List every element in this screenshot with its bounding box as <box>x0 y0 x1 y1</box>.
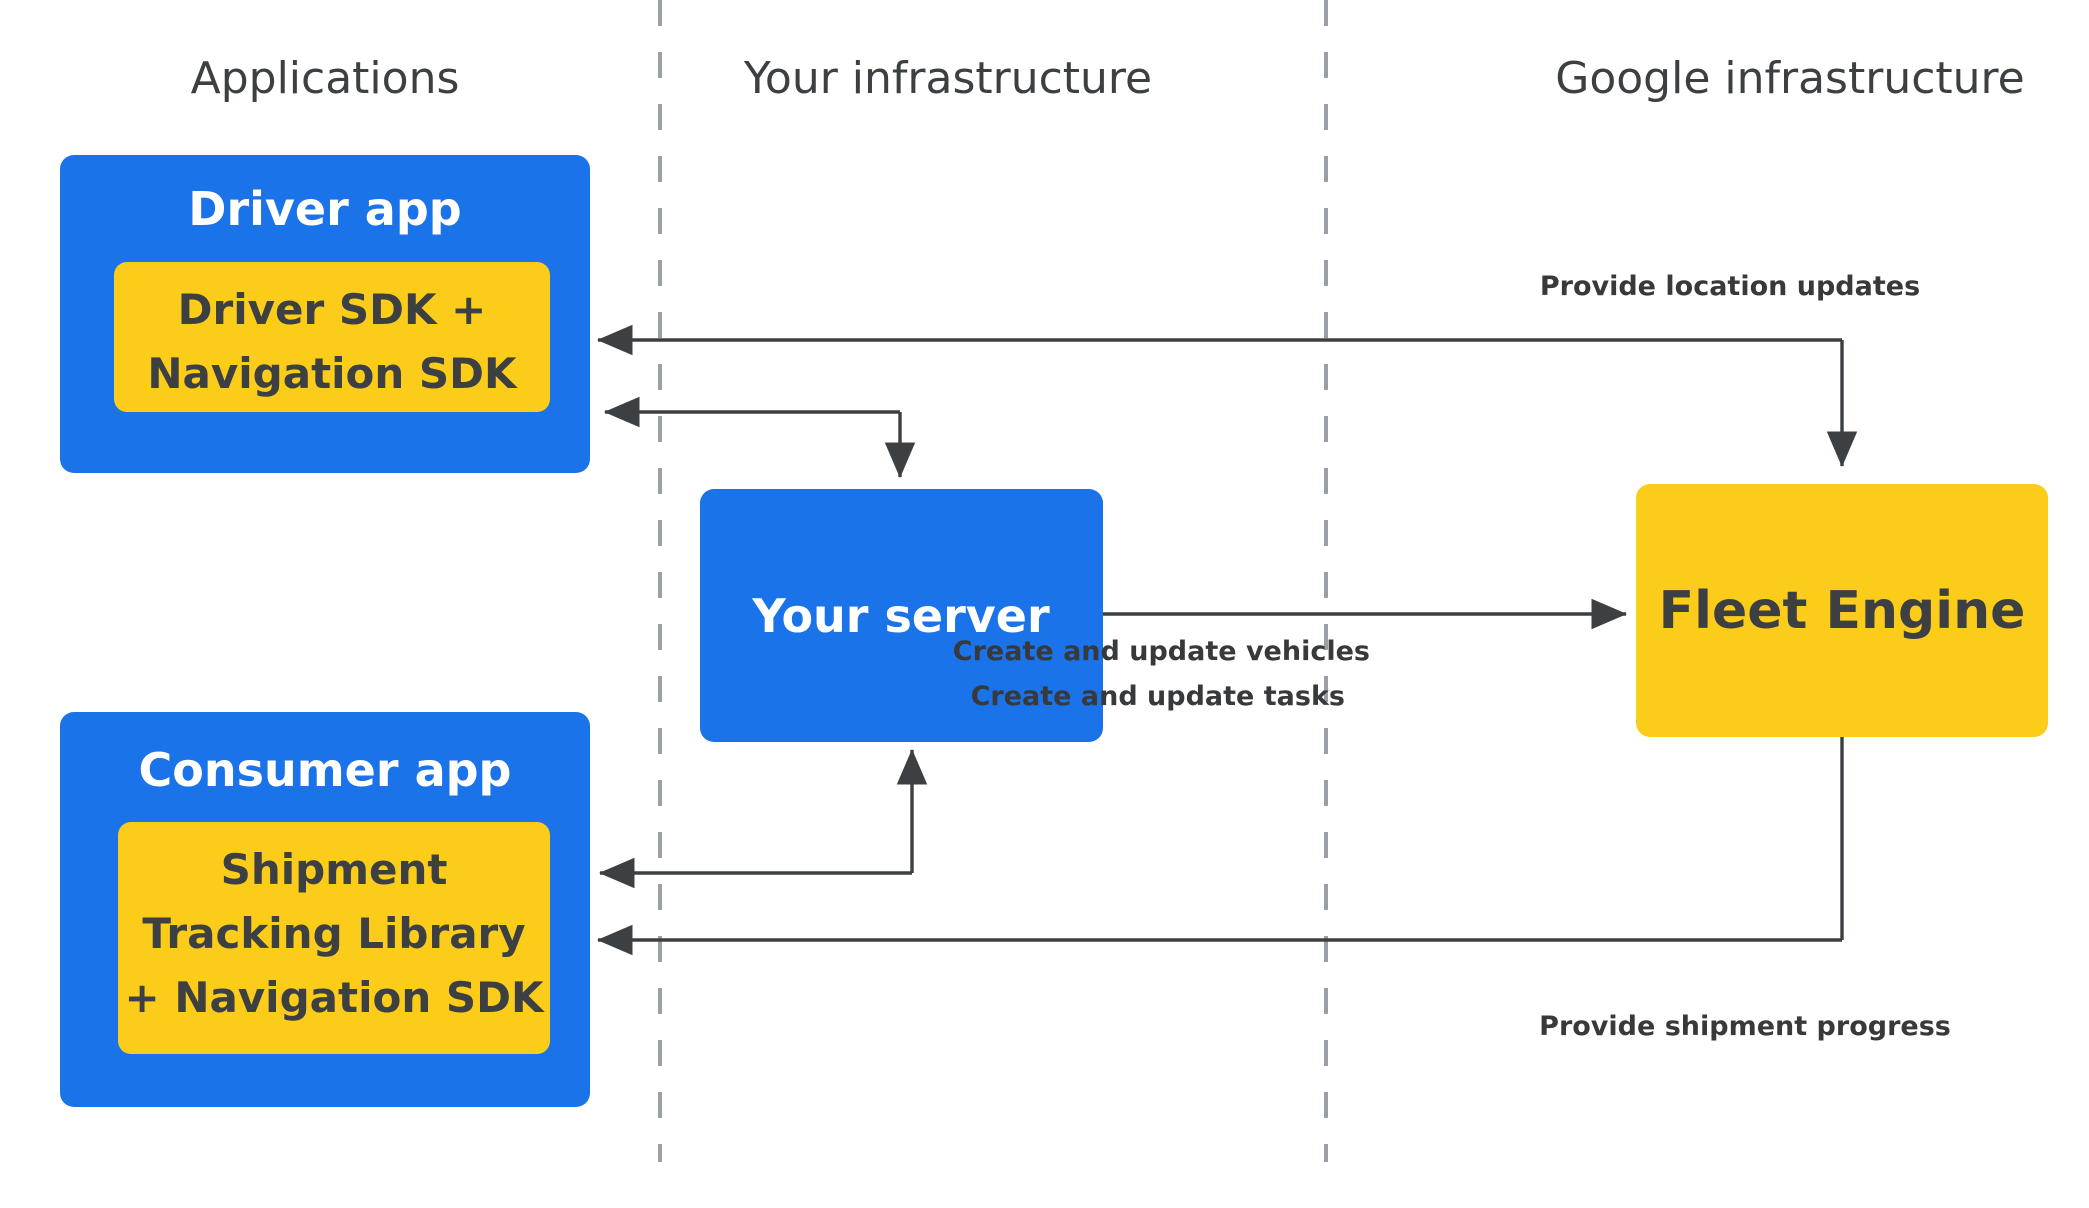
your-server-card[interactable] <box>700 489 1103 742</box>
shipment-tracking-line-1: Shipment <box>221 845 448 894</box>
driver-sdk-card[interactable] <box>114 262 550 412</box>
node-your-server[interactable]: Your server <box>700 489 1103 742</box>
driver-app-title: Driver app <box>188 182 461 236</box>
node-fleet-engine[interactable]: Fleet Engine <box>1636 484 2048 737</box>
edge-label-provide-shipment-progress: Provide shipment progress <box>1539 1011 1951 1042</box>
node-driver-app[interactable]: Driver app Driver SDK + Navigation SDK <box>60 155 590 473</box>
column-header-applications: Applications <box>191 53 460 104</box>
shipment-tracking-line-3: + Navigation SDK <box>125 973 545 1022</box>
driver-sdk-line-2: Navigation SDK <box>147 349 518 398</box>
edge-label-provide-location-updates: Provide location updates <box>1540 271 1920 302</box>
shipment-tracking-card[interactable] <box>118 822 550 1054</box>
edge-label-create-update-tasks: Create and update tasks <box>971 681 1345 712</box>
column-header-your-infrastructure: Your infrastructure <box>743 53 1152 104</box>
fleet-engine-card[interactable] <box>1636 484 2048 737</box>
node-consumer-app[interactable]: Consumer app Shipment Tracking Library +… <box>60 712 590 1107</box>
shipment-tracking-line-2: Tracking Library <box>142 909 525 958</box>
fleet-engine-title: Fleet Engine <box>1659 581 2026 641</box>
column-header-google-infrastructure: Google infrastructure <box>1555 53 2024 104</box>
your-server-title: Your server <box>751 589 1050 643</box>
edge-label-create-update-vehicles: Create and update vehicles <box>953 636 1370 667</box>
driver-sdk-line-1: Driver SDK + <box>178 285 487 334</box>
consumer-app-title: Consumer app <box>139 743 512 797</box>
